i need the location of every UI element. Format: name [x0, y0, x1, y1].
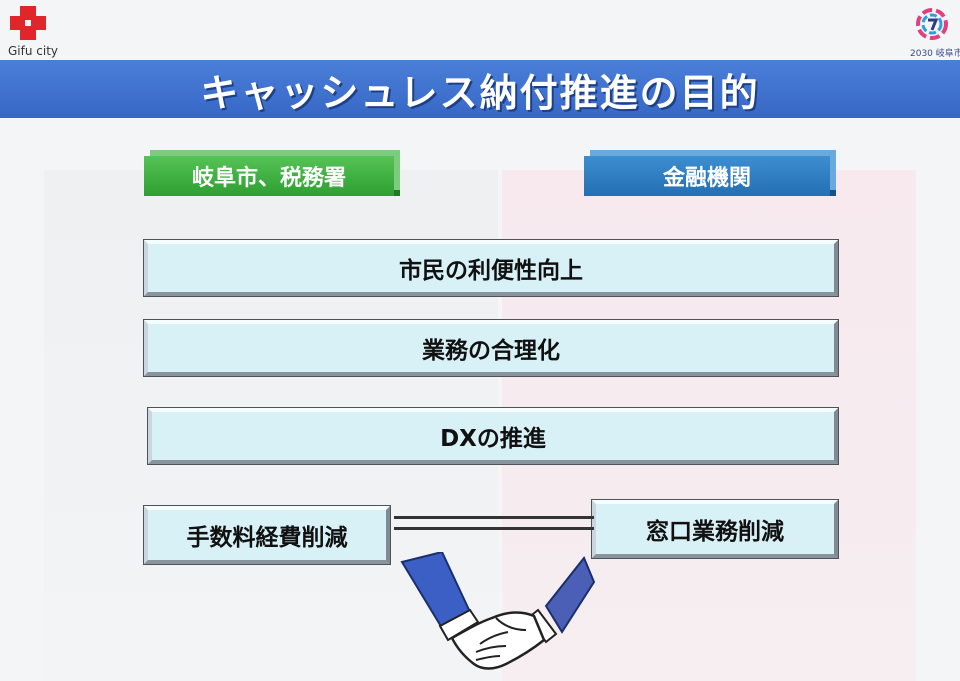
benefit-connector-line [394, 516, 594, 530]
goal-box-business-rationalization: 業務の合理化 [143, 319, 839, 377]
gifu-2030-logo-mark-icon [916, 8, 948, 40]
goal-box-citizen-convenience: 市民の利便性向上 [143, 239, 839, 297]
gifu-2030-logo-text: 2030 岐阜市 [910, 49, 960, 59]
left-benefit-box: 手数料経費削減 [143, 505, 391, 565]
gifu-city-logo-text: Gifu city [8, 44, 59, 58]
right-party-label: 金融機関 [584, 156, 830, 196]
gifu-city-logo: Gifu city [6, 6, 66, 58]
gifu-city-logo-mark-icon [10, 6, 46, 40]
right-benefit-box: 窓口業務削減 [591, 499, 839, 559]
left-party-label: 岐阜市、税務署 [144, 156, 394, 196]
slide-title: キャッシュレス納付推進の目的 [200, 70, 760, 115]
gifu-2030-logo: 2030 岐阜市 [910, 6, 960, 62]
goal-box-dx-promotion: DXの推進 [147, 407, 839, 465]
title-bar: キャッシュレス納付推進の目的 [0, 60, 960, 118]
handshake-icon [400, 552, 596, 670]
